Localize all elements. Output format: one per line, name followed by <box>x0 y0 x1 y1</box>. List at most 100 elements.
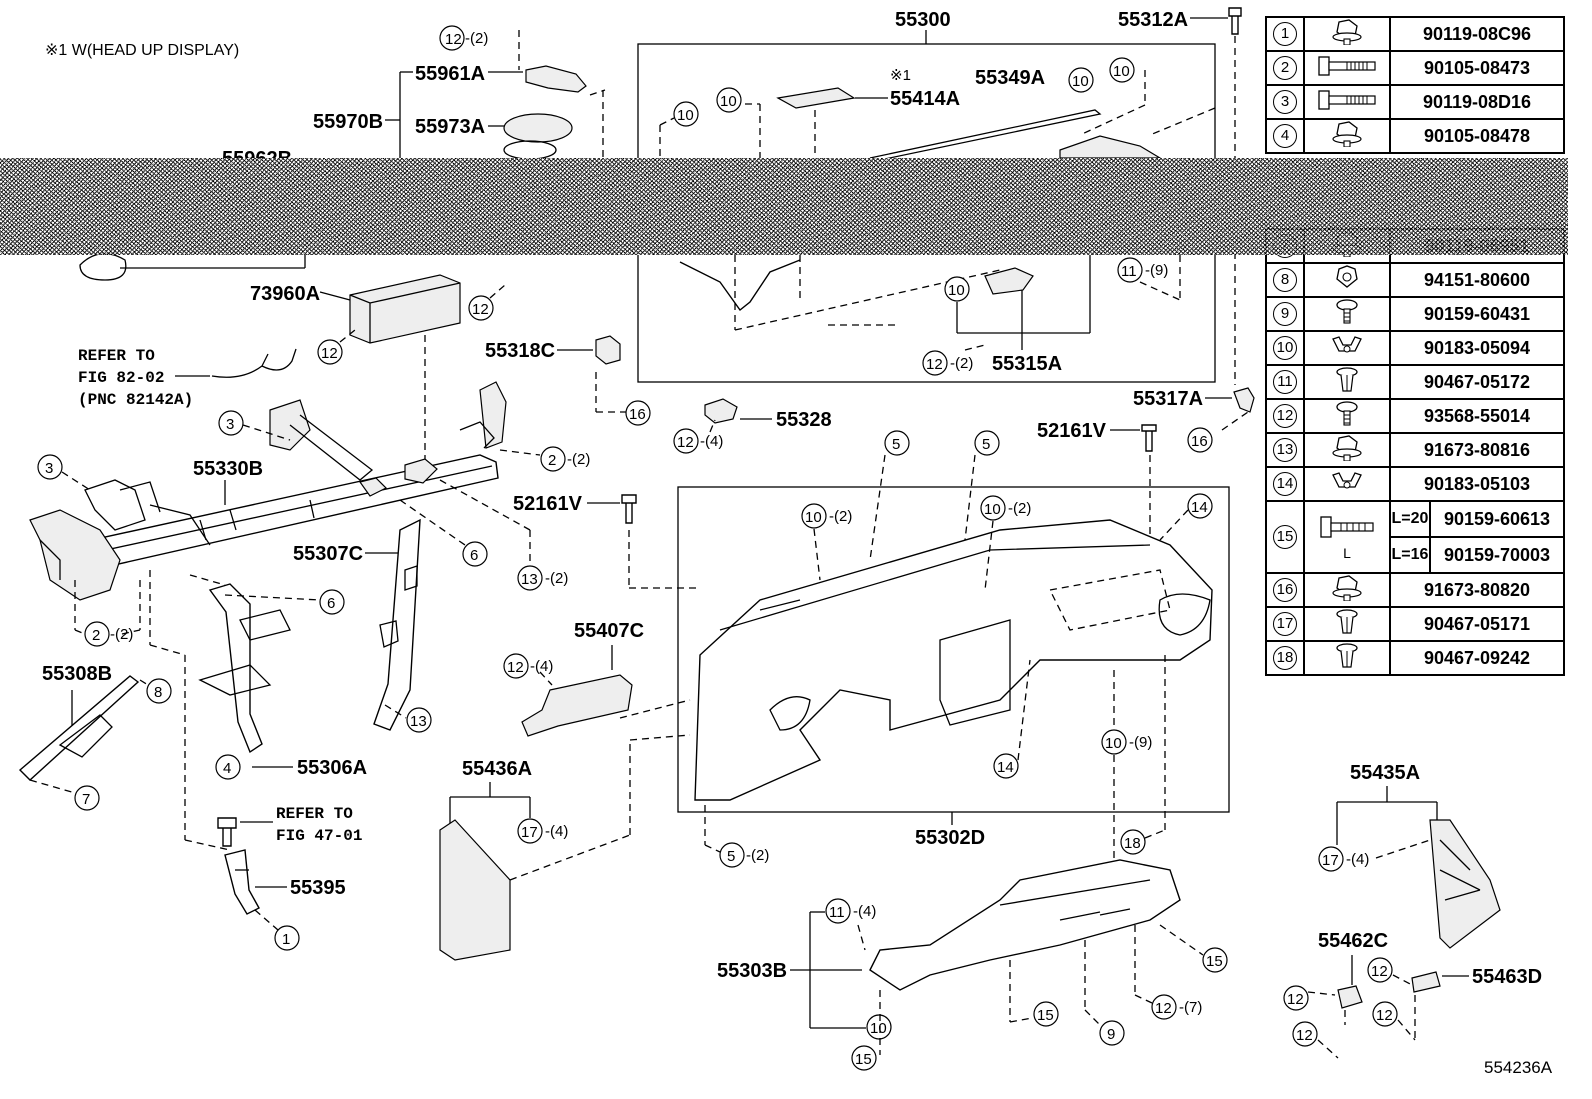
push-clip-icon <box>1303 364 1391 400</box>
part-label-55414A: 55414A <box>890 88 960 110</box>
part-label-55349A: 55349A <box>975 67 1045 89</box>
svg-text:15: 15 <box>855 1051 872 1068</box>
side-panel-55436A <box>439 819 511 961</box>
callout-12-j: 12 <box>1372 1001 1398 1027</box>
fastener-number: 14 <box>1265 466 1305 502</box>
svg-text:17: 17 <box>521 824 538 841</box>
long-bolt-icon <box>1303 50 1391 86</box>
callout-4-a: 4 <box>215 754 241 780</box>
nut-icon <box>1303 262 1391 298</box>
callout-1: 1 <box>274 925 300 951</box>
svg-text:8: 8 <box>154 684 162 701</box>
svg-text:-(9): -(9) <box>1145 262 1168 279</box>
ref-fig82-line1: REFER TO <box>78 347 155 365</box>
fastener-number-circle: 1 <box>1273 22 1297 46</box>
clip-52161V-b <box>621 494 637 524</box>
svg-text:6: 6 <box>327 595 335 612</box>
fastener-number-circle: 18 <box>1273 646 1297 670</box>
svg-text:2: 2 <box>548 452 556 469</box>
svg-text:-(4): -(4) <box>853 903 876 920</box>
part-label-55306A: 55306A <box>297 757 367 779</box>
callout-16-a: 16 <box>625 400 651 426</box>
svg-text:-(2): -(2) <box>567 451 590 468</box>
brace-55308B <box>18 675 140 781</box>
callout-15-a: 15 <box>851 1045 877 1071</box>
svg-text:10: 10 <box>1072 73 1089 90</box>
callout-12-g: 12 <box>1283 985 1309 1011</box>
svg-text:15: 15 <box>1037 1007 1054 1024</box>
fastener-part-number: 90183-05094 <box>1389 330 1565 366</box>
callout-16-b: 16 <box>1187 427 1213 453</box>
group-box-55302D <box>677 486 1230 813</box>
callout-9: 9 <box>1099 1020 1125 1046</box>
callout-10-b: 10 <box>716 87 742 113</box>
bracket-55462C <box>1337 985 1363 1009</box>
svg-text:12: 12 <box>1371 963 1388 980</box>
defroster-strip-55349A <box>869 109 1102 161</box>
fastener-part-number: 90467-05172 <box>1389 364 1565 400</box>
callout-3-a: 3 <box>218 410 244 436</box>
part-label-55463D: 55463D <box>1472 966 1542 988</box>
fastener-number-circle: 11 <box>1273 370 1297 394</box>
fastener-number-circle: 17 <box>1273 612 1297 636</box>
svg-text:3: 3 <box>226 416 234 433</box>
clip-52161V-a <box>1141 424 1157 452</box>
fastener-number-circle: 16 <box>1273 578 1297 602</box>
svg-text:12: 12 <box>1155 1000 1172 1017</box>
part-label-55317A: 55317A <box>1133 388 1203 410</box>
fastener-part-number: 90467-09242 <box>1389 640 1565 676</box>
hud-bracket-55961A <box>525 65 587 93</box>
svg-text:12: 12 <box>926 356 943 373</box>
callout-8: 8 <box>146 678 172 704</box>
svg-text:-(4): -(4) <box>545 823 568 840</box>
callout-10-f: 10 <box>866 1014 892 1040</box>
hud-mark: ※1 <box>890 67 911 84</box>
callout-5-a: 5 <box>884 430 910 456</box>
callout-2-2-b: 2-(2) <box>84 621 133 647</box>
part-label-55307C: 55307C <box>293 543 363 565</box>
svg-text:-(2): -(2) <box>1008 500 1031 517</box>
svg-text:12: 12 <box>321 345 338 362</box>
ref-fig47-line2: FIG 47-01 <box>276 827 362 845</box>
fastener-part-number: 90105-08473 <box>1389 50 1565 86</box>
fastener-number-circle: 13 <box>1273 438 1297 462</box>
svg-text:6: 6 <box>470 547 478 564</box>
callout-10-d: 10 <box>1109 57 1135 83</box>
flange-bolt-icon <box>1303 432 1391 468</box>
svg-text:12: 12 <box>1287 991 1304 1008</box>
hud-trim-55414A <box>776 87 856 109</box>
callout-2-2-a: 2 -(2) <box>540 446 590 472</box>
fastener-number: 1 <box>1265 16 1305 52</box>
callout-3-b: 3 <box>37 454 63 480</box>
callout-10-a: 10 <box>673 101 699 127</box>
svg-text:12: 12 <box>472 301 489 318</box>
callout-5-b: 5 <box>974 430 1000 456</box>
callout-13-2-a: 13-(2) <box>517 565 568 591</box>
part-label-55303B: 55303B <box>717 960 787 982</box>
callout-6-a: 6 <box>462 541 488 567</box>
callout-12-airbag-b: 12 <box>317 339 343 365</box>
svg-text:12: 12 <box>507 659 524 676</box>
svg-text:11: 11 <box>1121 263 1137 280</box>
callout-12-i: 12 <box>1367 957 1393 983</box>
tapping-screw-icon: L <box>1303 500 1391 574</box>
svg-text:-(2): -(2) <box>545 570 568 587</box>
brace-55306A <box>208 583 263 754</box>
wire-harness <box>211 348 297 378</box>
part-label-55961A: 55961A <box>415 63 485 85</box>
callout-14-a: 14 <box>1187 493 1213 519</box>
svg-text:-(4): -(4) <box>530 658 553 675</box>
svg-text:10: 10 <box>677 107 694 124</box>
part-label-55302D: 55302D <box>915 827 985 849</box>
fastener-number-circle: 15 <box>1273 525 1297 549</box>
svg-text:12: 12 <box>445 31 462 48</box>
svg-text:4: 4 <box>223 760 231 777</box>
callout-12-4-a: 12-(4) <box>673 428 723 454</box>
